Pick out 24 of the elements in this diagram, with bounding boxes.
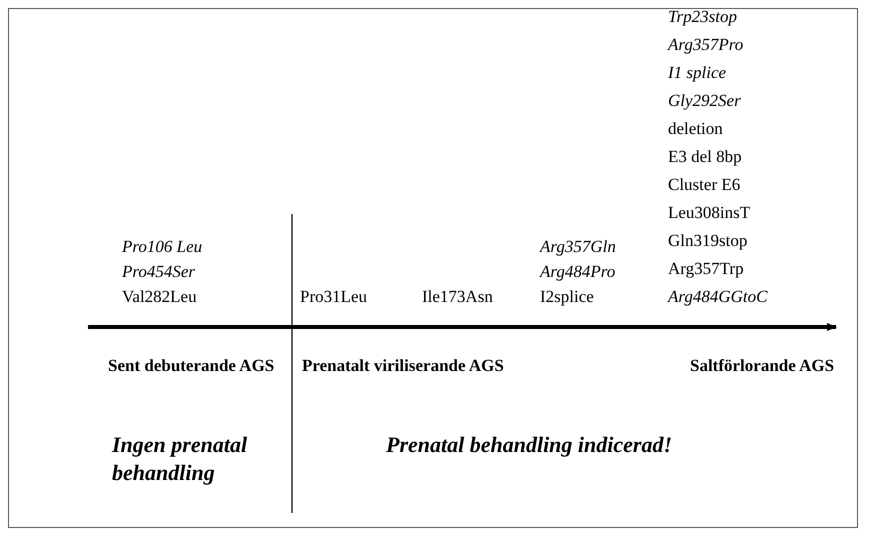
mutation-label: Gly292Ser [668, 90, 741, 112]
mutation-label: I1 splice [668, 62, 726, 84]
mutation-label: Arg484Pro [540, 261, 616, 283]
mutation-label: Ile173Asn [422, 286, 493, 308]
treatment-note: Prenatal behandling indicerad! [386, 431, 672, 459]
treatment-note: Ingen prenatal behandling [112, 431, 248, 487]
mutation-label: Arg357Pro [668, 34, 744, 56]
category-label: Prenatalt viriliserande AGS [302, 355, 504, 377]
mutation-label: E3 del 8bp [668, 146, 742, 168]
mutation-label: Pro31Leu [300, 286, 368, 308]
mutation-label: Leu308insT [668, 202, 750, 224]
mutation-label: Arg357Gln [540, 236, 616, 258]
mutation-label: Gln319stop [668, 230, 748, 252]
mutation-label: Pro106 Leu [122, 236, 202, 258]
mutation-label: Cluster E6 [668, 174, 740, 196]
mutation-label: Pro454Ser [122, 261, 196, 283]
category-label: Saltförlorande AGS [690, 355, 834, 377]
mutation-label: I2splice [540, 286, 594, 308]
mutation-label: deletion [668, 118, 723, 140]
mutation-label: Arg484GGtoC [668, 286, 768, 308]
category-label: Sent debuterande AGS [108, 355, 274, 377]
mutation-label: Trp23stop [668, 6, 737, 28]
mutation-label: Val282Leu [122, 286, 197, 308]
mutation-label: Arg357Trp [668, 258, 744, 280]
